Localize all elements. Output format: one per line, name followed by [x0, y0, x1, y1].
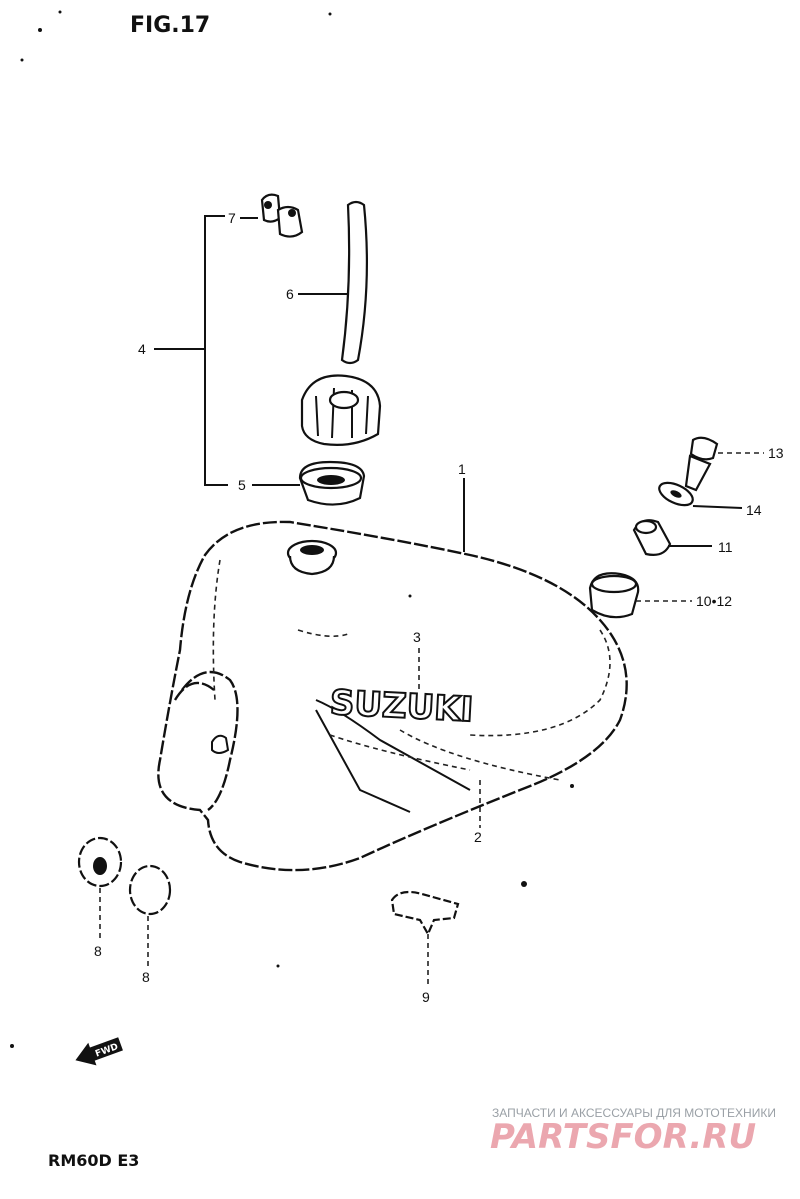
figure-title: FIG.17	[130, 13, 210, 38]
part-13-bolt	[684, 436, 719, 492]
callout-6: 6	[286, 286, 294, 302]
callout-4: 4	[138, 341, 146, 357]
callout-8a: 8	[94, 943, 102, 959]
print-specks	[10, 10, 574, 1048]
callout-5: 5	[238, 477, 246, 493]
part-9-bracket	[390, 890, 460, 937]
callout-8b: 8	[142, 969, 150, 985]
part-1-fuel-tank: SUZUKI	[157, 520, 628, 872]
part-11-collar	[632, 519, 672, 556]
leader-14	[692, 505, 743, 509]
callout-11: 11	[718, 539, 733, 555]
callout-9: 9	[422, 989, 430, 1005]
part-7-hose-clip	[260, 193, 304, 238]
fuel-cap	[300, 374, 382, 446]
callout-14: 14	[746, 502, 762, 518]
part-6-breather-hose	[340, 200, 368, 365]
part-5-gasket	[298, 460, 366, 506]
fwd-arrow-icon: FWD	[75, 1037, 123, 1066]
tank-logo: SUZUKI	[329, 683, 474, 730]
part-8-cushion-b	[128, 864, 172, 916]
watermark-caption: ЗАПЧАСТИ И АКСЕССУАРЫ ДЛЯ МОТОТЕХНИКИ	[492, 1106, 776, 1120]
model-code: RM60D E3	[48, 1151, 139, 1170]
bracket-4	[204, 215, 228, 486]
callout-1: 1	[458, 461, 466, 477]
watermark-site: PARTSFOR.RU	[490, 1117, 756, 1157]
part-14-washer	[658, 481, 694, 507]
callout-10-12: 10•12	[696, 593, 732, 609]
callout-13: 13	[768, 445, 784, 461]
callout-3: 3	[413, 629, 421, 645]
part-10-12-cushion	[588, 572, 640, 619]
part-8-cushion-a	[77, 836, 123, 888]
callout-2: 2	[474, 829, 482, 845]
callout-7: 7	[228, 210, 236, 226]
